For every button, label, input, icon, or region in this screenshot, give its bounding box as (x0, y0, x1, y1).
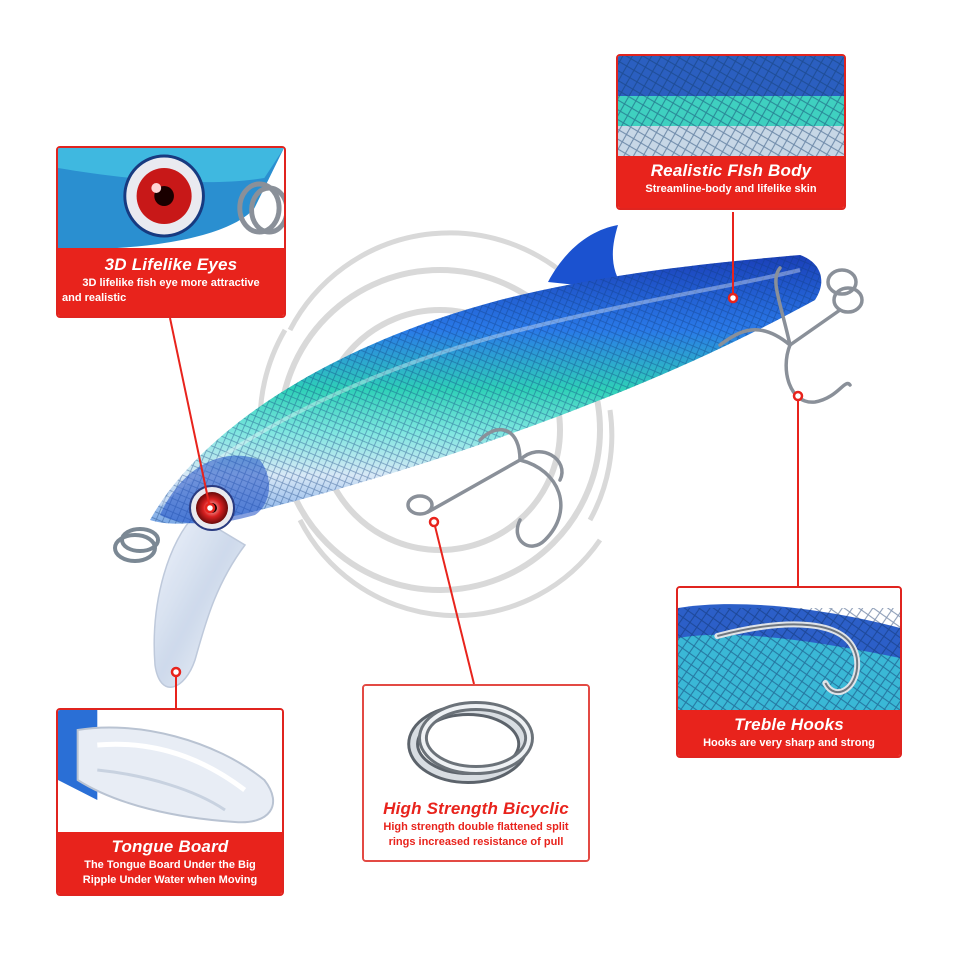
tongue-board (153, 514, 247, 688)
feature-description: Hooks are very sharp and strong (703, 737, 875, 749)
feature-description-line-2: rings increased resistance of pull (388, 836, 564, 848)
feature-description-line-1: High strength double flattened split (383, 821, 569, 833)
feature-description-line-1: 3D lifelike fish eye more attractive (82, 277, 260, 289)
dorsal-fin (548, 225, 625, 290)
feature-title: 3D Lifelike Eyes (104, 255, 238, 274)
feature-card-split-ring: High Strength Bicyclic High strength dou… (362, 684, 590, 862)
feature-description-line-2: and realistic (62, 292, 127, 304)
feature-card-eyes: 3D Lifelike Eyes 3D lifelike fish eye mo… (56, 146, 286, 318)
tail-treble-hook (718, 266, 864, 404)
belly-treble-hook (406, 427, 564, 548)
feature-title: Treble Hooks (734, 715, 844, 734)
feature-title: Realistic FIsh Body (650, 161, 812, 180)
feature-caption: Realistic FIsh Body Streamline-body and … (618, 156, 844, 208)
lure-head (160, 455, 270, 531)
feature-caption: High Strength Bicyclic High strength dou… (364, 796, 588, 860)
hook-closeup (678, 588, 900, 710)
tongue-board-closeup (58, 710, 282, 832)
feature-caption: Tongue Board The Tongue Board Under the … (58, 832, 282, 894)
eye-closeup (58, 148, 284, 252)
fish-skin-closeup (618, 56, 844, 160)
feature-description-line-1: The Tongue Board Under the Big (84, 859, 256, 871)
feature-description: Streamline-body and lifelike skin (645, 183, 817, 195)
lure-body (150, 255, 822, 524)
feature-card-tongue-board: Tongue Board The Tongue Board Under the … (56, 708, 284, 896)
feature-caption: 3D Lifelike Eyes 3D lifelike fish eye mo… (58, 248, 284, 316)
callout-lines (169, 212, 799, 708)
feature-title: Tongue Board (111, 837, 229, 856)
nose-split-ring (113, 527, 160, 563)
feature-description-line-2: Ripple Under Water when Moving (82, 874, 258, 886)
feature-card-treble-hooks: Treble Hooks Hooks are very sharp and st… (676, 586, 902, 758)
split-ring-closeup (364, 686, 588, 796)
callout-dots (170, 292, 804, 678)
feature-title: High Strength Bicyclic (383, 799, 569, 818)
feature-card-fish-body: Realistic FIsh Body Streamline-body and … (616, 54, 846, 210)
feature-caption: Treble Hooks Hooks are very sharp and st… (678, 710, 900, 756)
